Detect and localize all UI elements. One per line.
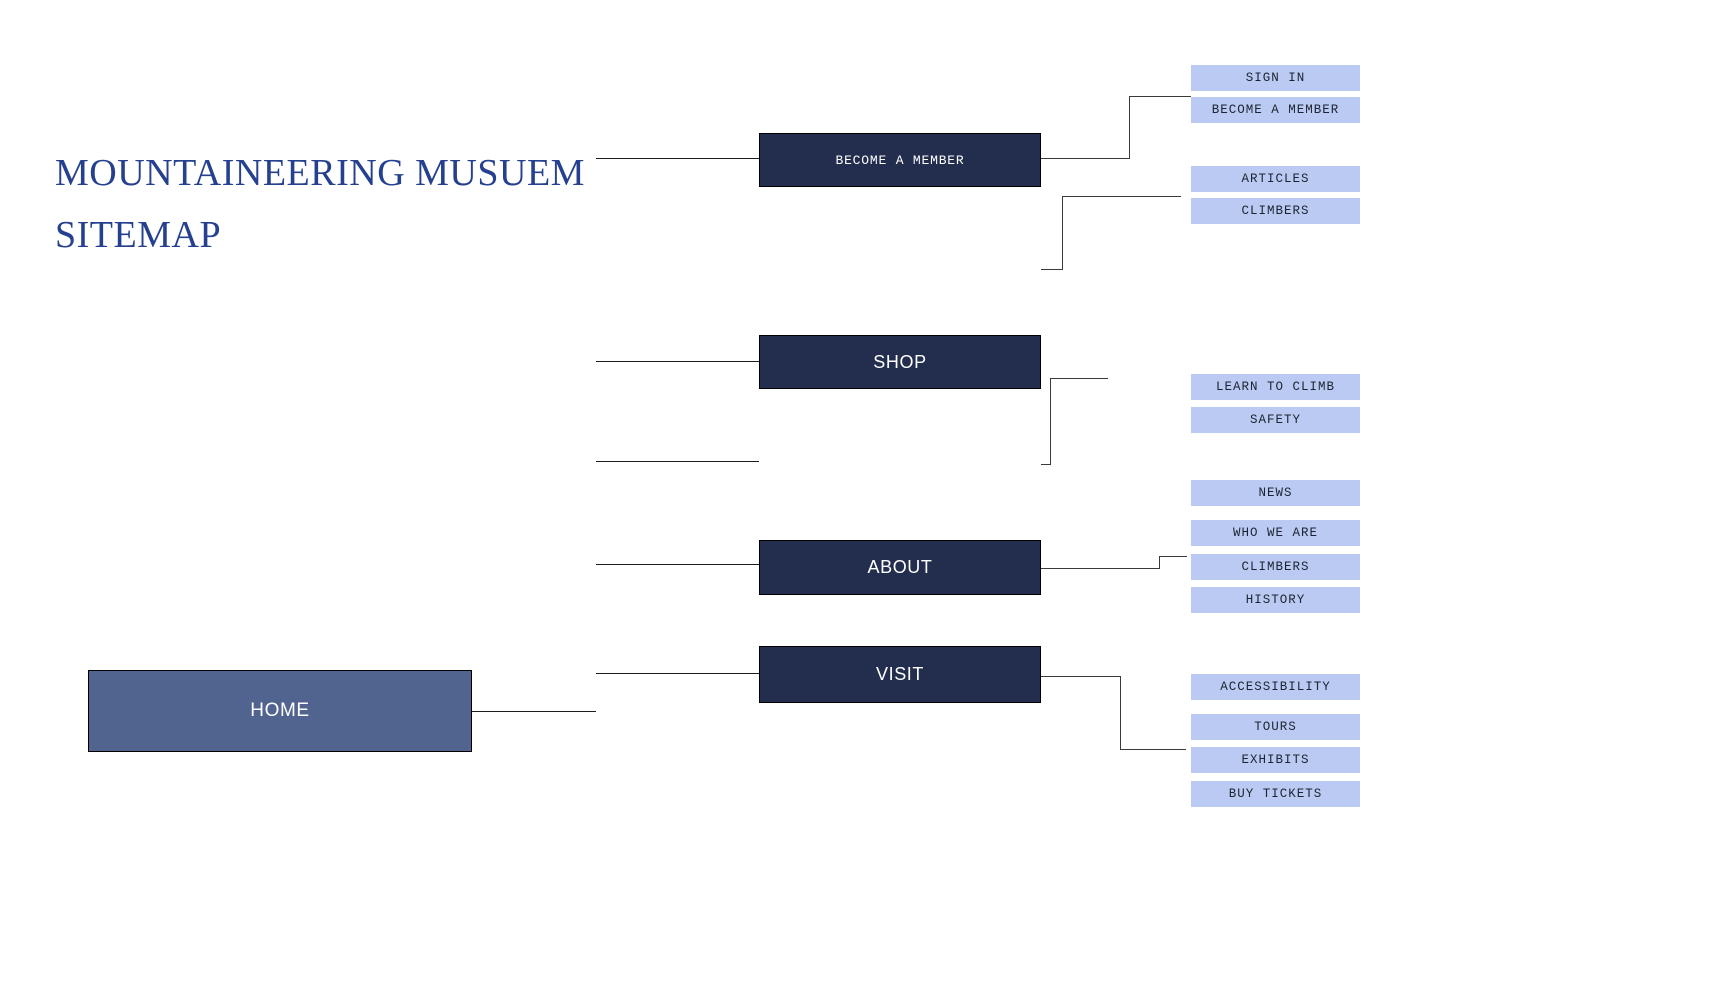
connector-articles-riser	[1062, 196, 1063, 270]
connector-to-about	[596, 564, 759, 565]
connector-to-become-a-member	[596, 158, 759, 159]
leaf-learn-to-climb-label: LEARN TO CLIMB	[1215, 380, 1336, 394]
connector-bam-right	[1041, 158, 1130, 159]
connector-visit-to-leaf	[1120, 749, 1186, 750]
leaf-articles[interactable]: ARTICLES	[1191, 166, 1360, 192]
leaf-climbers-top-label: CLIMBERS	[1241, 204, 1310, 218]
connector-spur-mid	[596, 461, 759, 462]
connector-articles-base	[1041, 269, 1063, 270]
connector-home-out	[472, 711, 596, 712]
connector-shop-base	[1041, 464, 1051, 465]
leaf-tours[interactable]: TOURS	[1191, 714, 1360, 740]
leaf-news-label: NEWS	[1258, 486, 1293, 500]
leaf-news[interactable]: NEWS	[1191, 480, 1360, 506]
leaf-history-label: HISTORY	[1245, 593, 1306, 607]
connector-shop-to-leaf	[1050, 378, 1108, 379]
leaf-accessibility[interactable]: ACCESSIBILITY	[1191, 674, 1360, 700]
leaf-accessibility-label: ACCESSIBILITY	[1220, 680, 1331, 694]
leaf-safety-label: SAFETY	[1249, 413, 1301, 427]
leaf-who-we-are[interactable]: WHO WE ARE	[1191, 520, 1360, 546]
node-become-a-member[interactable]: BECOME A MEMBER	[759, 133, 1041, 187]
leaf-sign-in-label: SIGN IN	[1245, 71, 1306, 85]
connector-about-right	[1041, 568, 1160, 569]
connector-to-shop	[596, 361, 759, 362]
node-shop[interactable]: SHOP	[759, 335, 1041, 389]
node-shop-label: SHOP	[873, 351, 927, 372]
leaf-climbers-about-label: CLIMBERS	[1241, 560, 1310, 574]
connector-articles-to-leaf	[1062, 196, 1181, 197]
leaf-climbers-about[interactable]: CLIMBERS	[1191, 554, 1360, 580]
node-about-label: ABOUT	[867, 557, 933, 577]
leaf-articles-label: ARTICLES	[1241, 172, 1310, 186]
node-visit-label: VISIT	[875, 664, 924, 684]
leaf-sign-in[interactable]: SIGN IN	[1191, 65, 1360, 91]
leaf-become-a-member-label: BECOME A MEMBER	[1211, 103, 1340, 117]
leaf-exhibits[interactable]: EXHIBITS	[1191, 747, 1360, 773]
connector-bam-riser	[1129, 96, 1130, 159]
node-home-label: HOME	[250, 700, 310, 721]
leaf-history[interactable]: HISTORY	[1191, 587, 1360, 613]
connector-visit-right	[1041, 676, 1121, 677]
page-title: MOUNTAINEERING MUSUEM SITEMAP	[55, 152, 585, 256]
leaf-exhibits-label: EXHIBITS	[1241, 753, 1310, 767]
connector-visit-drop	[1120, 676, 1121, 750]
node-become-a-member-label: BECOME A MEMBER	[835, 152, 965, 168]
connector-to-visit	[596, 673, 759, 674]
connector-about-to-leaf	[1159, 556, 1187, 557]
connector-shop-riser	[1050, 378, 1051, 465]
leaf-climbers-top[interactable]: CLIMBERS	[1191, 198, 1360, 224]
connector-bam-to-leaf	[1129, 96, 1191, 97]
leaf-become-a-member[interactable]: BECOME A MEMBER	[1191, 97, 1360, 123]
node-about[interactable]: ABOUT	[759, 540, 1041, 595]
leaf-buy-tickets-label: BUY TICKETS	[1228, 787, 1323, 801]
leaf-safety[interactable]: SAFETY	[1191, 407, 1360, 433]
leaf-who-we-are-label: WHO WE ARE	[1232, 526, 1318, 540]
node-home[interactable]: HOME	[88, 670, 472, 752]
leaf-buy-tickets[interactable]: BUY TICKETS	[1191, 781, 1360, 807]
leaf-tours-label: TOURS	[1254, 720, 1297, 734]
leaf-learn-to-climb[interactable]: LEARN TO CLIMB	[1191, 374, 1360, 400]
node-visit[interactable]: VISIT	[759, 646, 1041, 703]
connector-about-riser	[1159, 556, 1160, 569]
